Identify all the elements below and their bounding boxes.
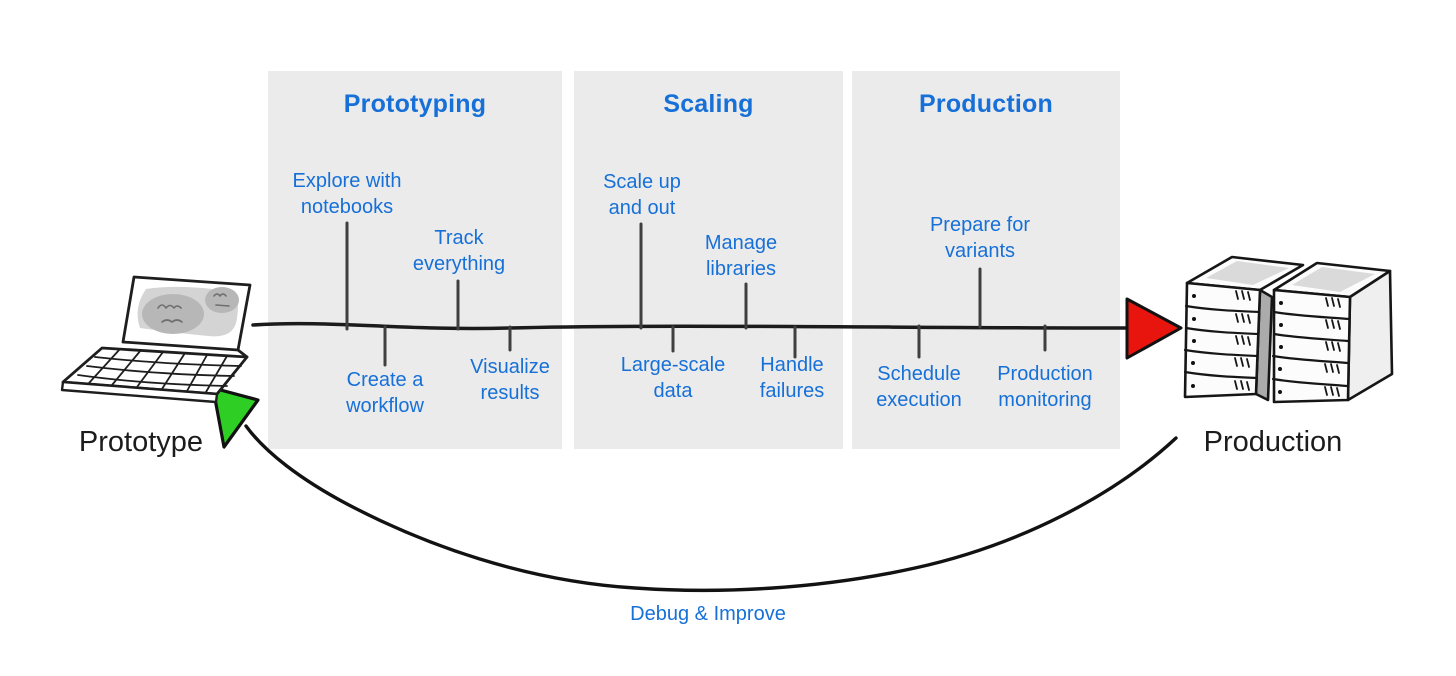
step-label-track-everything: Track everything	[412, 227, 506, 276]
endpoint-label-prototype: Prototype	[78, 426, 204, 458]
step-label-handle-failures: Handle failures	[759, 354, 825, 403]
step-label-create-a-workflow: Create a workflow	[346, 369, 424, 418]
step-label-visualize-results: Visualize results	[470, 356, 550, 405]
step-label-large-scale-data: Large-scale data	[620, 354, 726, 403]
feedback-arrowhead-icon	[211, 386, 260, 449]
step-label-production-monitoring: Production monitoring	[997, 363, 1093, 412]
phase-box-prototyping: Prototyping	[268, 71, 562, 449]
servers-icon	[1183, 255, 1394, 404]
phase-title-scaling: Scaling	[663, 90, 754, 118]
step-label-explore-with-notebooks: Explore with notebooks	[292, 170, 402, 219]
step-label-scale-up-and-out: Scale up and out	[603, 171, 681, 220]
phase-title-prototyping: Prototyping	[343, 90, 487, 118]
forward-arrowhead-icon	[1125, 297, 1183, 360]
phase-box-production: Production	[852, 71, 1120, 449]
phase-box-scaling: Scaling	[574, 71, 843, 449]
step-label-prepare-for-variants: Prepare for variants	[929, 214, 1031, 263]
endpoint-label-production: Production	[1203, 426, 1343, 458]
phase-title-production: Production	[919, 90, 1053, 118]
step-label-schedule-execution: Schedule execution	[876, 363, 962, 412]
feedback-curve	[244, 424, 1178, 593]
loop-label-debug-improve: Debug & Improve	[630, 603, 786, 625]
laptop-icon	[60, 275, 252, 404]
step-label-manage-libraries: Manage libraries	[704, 232, 778, 281]
